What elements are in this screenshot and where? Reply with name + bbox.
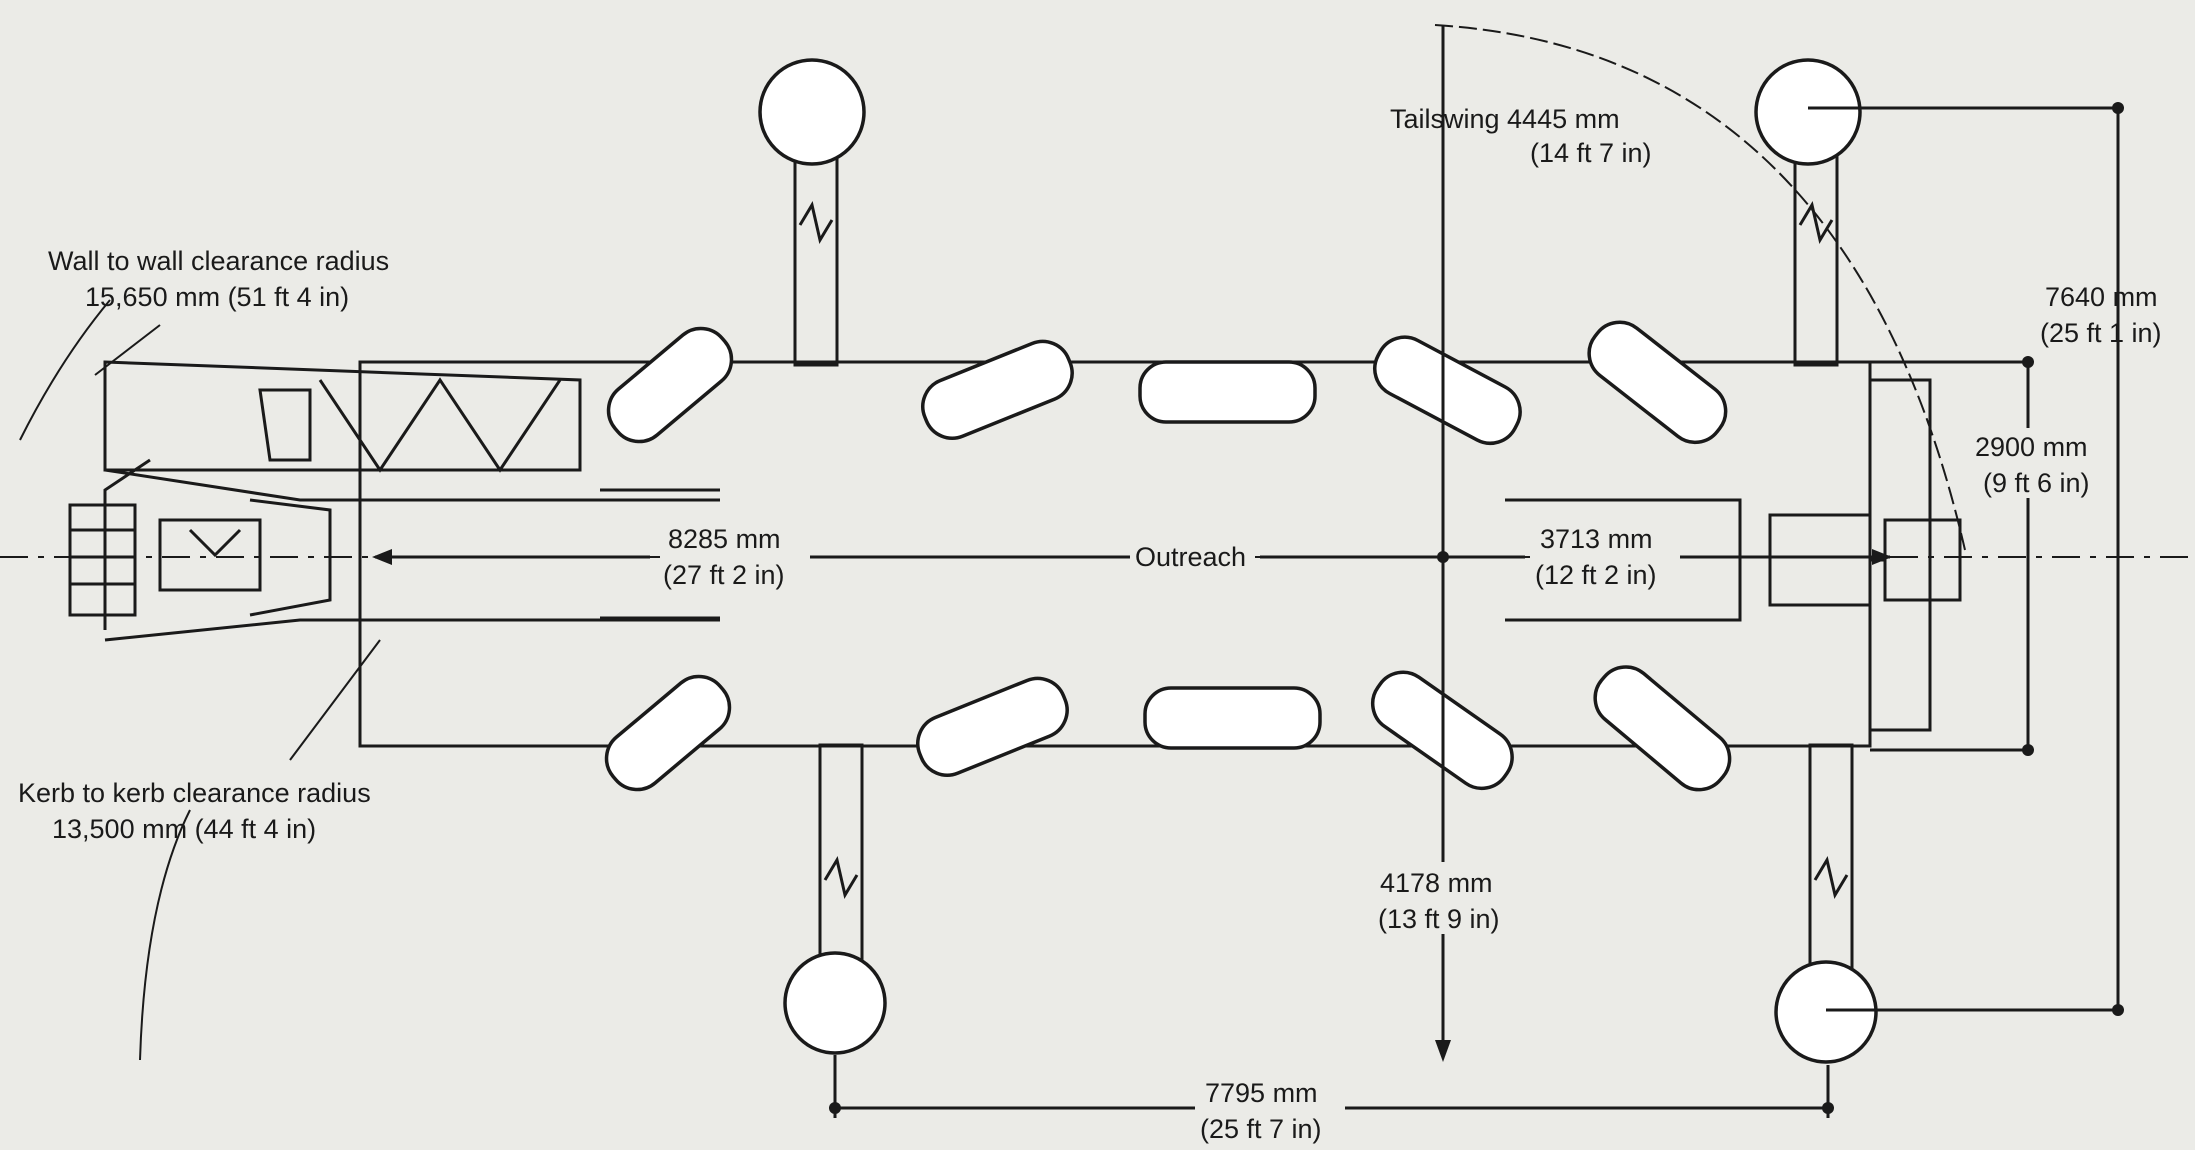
kerb-clearance-arc [19,299,111,441]
kerb-clearance-arc-lower [139,809,191,1061]
clearance-arcs [19,24,1966,1061]
kerb-clearance-title: Kerb to kerb clearance radius [18,778,371,808]
rear-outreach-mm: 3713 mm [1540,524,1653,554]
outrigger-spread-imperial: (13 ft 9 in) [1378,904,1500,934]
overall-width-imperial: (25 ft 1 in) [2040,318,2162,348]
outreach-dimension [372,549,1892,565]
kerb-clearance-value: 13,500 mm (44 ft 4 in) [52,814,316,844]
front-outreach-imperial: (27 ft 2 in) [663,560,785,590]
tyres-upper [606,320,1728,445]
tailswing-label: Tailswing 4445 mm [1390,104,1620,134]
rear-outreach-imperial: (12 ft 2 in) [1535,560,1657,590]
track-width-mm: 2900 mm [1975,432,2088,462]
boom [103,360,720,642]
overall-width-dimension [1808,102,2124,1016]
front-outreach-mm: 8285 mm [668,524,781,554]
outrigger-spread-mm: 4178 mm [1380,868,1493,898]
tailswing-imperial: (14 ft 7 in) [1530,138,1652,168]
kerb-leader-line [289,639,381,761]
outrigger-rear-right [1774,743,1878,1064]
outrigger-span-imperial: (25 ft 7 in) [1200,1114,1322,1144]
track-width-dimension [1870,356,2034,756]
hook-block [68,503,137,617]
track-width-imperial: (9 ft 6 in) [1983,468,2090,498]
wall-clearance-value: 15,650 mm (51 ft 4 in) [85,282,349,312]
outreach-label: Outreach [1135,542,1246,572]
wall-leader-line [94,324,161,376]
wall-clearance-title: Wall to wall clearance radius [48,246,389,276]
wall-clearance-arc [1434,24,1966,551]
outrigger-front-left [758,58,866,367]
outrigger-rear-left [1754,58,1862,367]
overall-width-mm: 7640 mm [2045,282,2158,312]
outrigger-span-mm: 7795 mm [1205,1078,1318,1108]
tyres-lower [604,665,1732,792]
outrigger-front-right [783,743,887,1055]
